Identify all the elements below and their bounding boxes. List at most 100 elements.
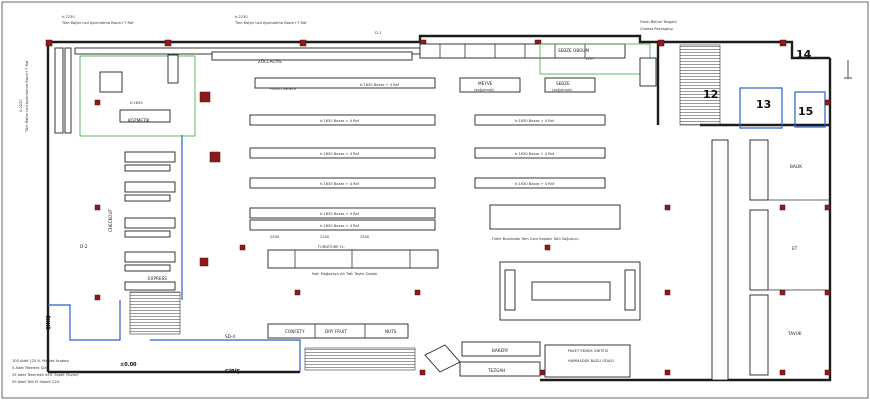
column: [824, 289, 831, 296]
label-exit-left: ÇIKIŞ: [46, 315, 52, 330]
cosmetic-unit-2: [167, 54, 179, 84]
north-arrow-icon: [844, 60, 852, 79]
corner-counter: [424, 344, 461, 373]
label-h-center: h:2230: [235, 15, 248, 19]
column: [94, 294, 101, 301]
legend-line-4: 50 Adet Telli El Sepeti 22lt.: [12, 380, 60, 384]
label-sebze-oboum-num: 5997: [585, 57, 594, 61]
column: [824, 204, 831, 211]
butcher-counter: [711, 139, 729, 381]
right-note-3: h:1630 Bazza + 4 Raf: [515, 182, 555, 186]
checkout-belt-4: [124, 264, 171, 272]
legend-line-1: 100 Adet 125 lt. Market Arabası: [12, 359, 69, 363]
label-bakery: BAKERY: [492, 348, 509, 353]
column: [199, 257, 209, 267]
structural-columns: [45, 39, 831, 376]
checkout-1: [124, 151, 176, 163]
checkout-3: [124, 217, 176, 229]
column: [299, 39, 307, 47]
label-led-left: Tüm Rafjar Led Aydınlatma Bazın+7 Raf: [61, 21, 134, 25]
dessert-cooler: [489, 204, 621, 230]
frozen-cabinet: [267, 249, 439, 269]
aisle-note-4: h:1630 Bazza + 4 Raf: [320, 212, 360, 216]
island-inner: [531, 281, 611, 301]
label-furniture: FURNİTÜRE FL.: [318, 244, 345, 249]
label-level: ±0.00: [120, 362, 137, 368]
checkout-counters: [124, 151, 176, 291]
aisle-gondola-1: [249, 114, 436, 126]
column: [94, 204, 101, 211]
column: [209, 151, 221, 163]
produce-coolers: [254, 77, 596, 93]
checkout-4: [124, 251, 176, 263]
column-box: [199, 91, 211, 103]
tezgah-counter: [459, 361, 541, 377]
room-14: 14: [796, 48, 812, 61]
label-dim-2500a: 2500: [270, 235, 280, 239]
island-side-left: [504, 269, 516, 311]
column: [239, 244, 246, 251]
right-gondola-2: [474, 147, 606, 159]
aisle-note-5: h:1630 Bazza + 4 Raf: [360, 83, 400, 87]
checkout-belt-2: [124, 194, 171, 202]
cosmetic-counter: [119, 109, 171, 123]
label-h1630: h:1630: [130, 101, 143, 105]
label-d4: SD-4: [225, 334, 235, 339]
meyve-cooler: [459, 77, 521, 93]
checkout-belt-1: [124, 164, 171, 172]
label-hammaddeler: HAMMADDE BAZLI ODASI: [568, 359, 614, 363]
label-dim-2200: 2200: [320, 235, 330, 239]
label-meyve: MEYVE: [478, 81, 493, 86]
top-fridge-row: [419, 43, 626, 59]
label-tavuk: TAVUK: [787, 331, 802, 336]
label-paket: PAKET EKMEK ÜNİTESİ: [568, 348, 608, 353]
cosmetic-area: [79, 55, 196, 137]
confety-nuts-counter: [267, 323, 409, 339]
building-walls: [46, 34, 832, 382]
label-nuts: NUTS: [385, 329, 397, 334]
aisle-gondola-4: [249, 207, 436, 219]
aisle-gondola-5: [249, 219, 436, 231]
label-h-left: h:2230: [62, 15, 75, 19]
et-prep: [749, 209, 769, 291]
column: [664, 369, 671, 376]
right-gondola-1: [474, 114, 606, 126]
red-note-1: Frekli Buzdolabı Tam Cam Kapaklı Tatlı S…: [492, 237, 579, 241]
column: [664, 289, 671, 296]
column: [539, 369, 546, 376]
right-gondola-3: [474, 177, 606, 189]
column: [664, 204, 671, 211]
checkout-2: [124, 181, 176, 193]
wall-shelf-left-2: [64, 47, 72, 134]
label-gate: GİRİŞ: [225, 368, 241, 375]
aisle-note-1: h:1630 Bazza + 4 Raf: [320, 119, 360, 123]
label-cosmetic: KOZMETİK: [128, 118, 150, 123]
room-12: 12: [703, 88, 718, 101]
label-confety: CONFETY: [285, 329, 305, 334]
bottom-counters: [267, 323, 631, 378]
balik-prep: [749, 139, 769, 201]
plan-labels: h:2230 Tüm Rafjar Led Aydınlatma Bazın+7…: [12, 15, 813, 384]
column: [824, 99, 831, 106]
butcher-section: [711, 139, 830, 381]
central-aisles: [249, 114, 621, 269]
column: [779, 289, 786, 296]
wall-shelf-left: [54, 47, 64, 134]
label-dim-2500b: 2500: [360, 235, 370, 239]
column: [779, 39, 787, 47]
top-right-line1: Fresh Bölüm Tezgahı: [640, 20, 677, 24]
back-stairs: [679, 44, 721, 126]
column: [414, 289, 421, 296]
column: [419, 369, 426, 376]
label-meyve-sub: (soğutmalı): [474, 88, 495, 92]
bakery-counter: [461, 341, 541, 357]
bakery-room: [544, 344, 631, 378]
right-note-1: h:1630 Bazza + 4 Raf: [515, 119, 555, 123]
sebze-cooler: [544, 77, 596, 93]
zuccaciye-shelf: [211, 51, 413, 61]
label-balik: BALIK: [790, 164, 802, 169]
column: [824, 369, 831, 376]
label-dry-fruit: DRY FRUIT: [325, 329, 347, 334]
tavuk-prep: [749, 294, 769, 376]
